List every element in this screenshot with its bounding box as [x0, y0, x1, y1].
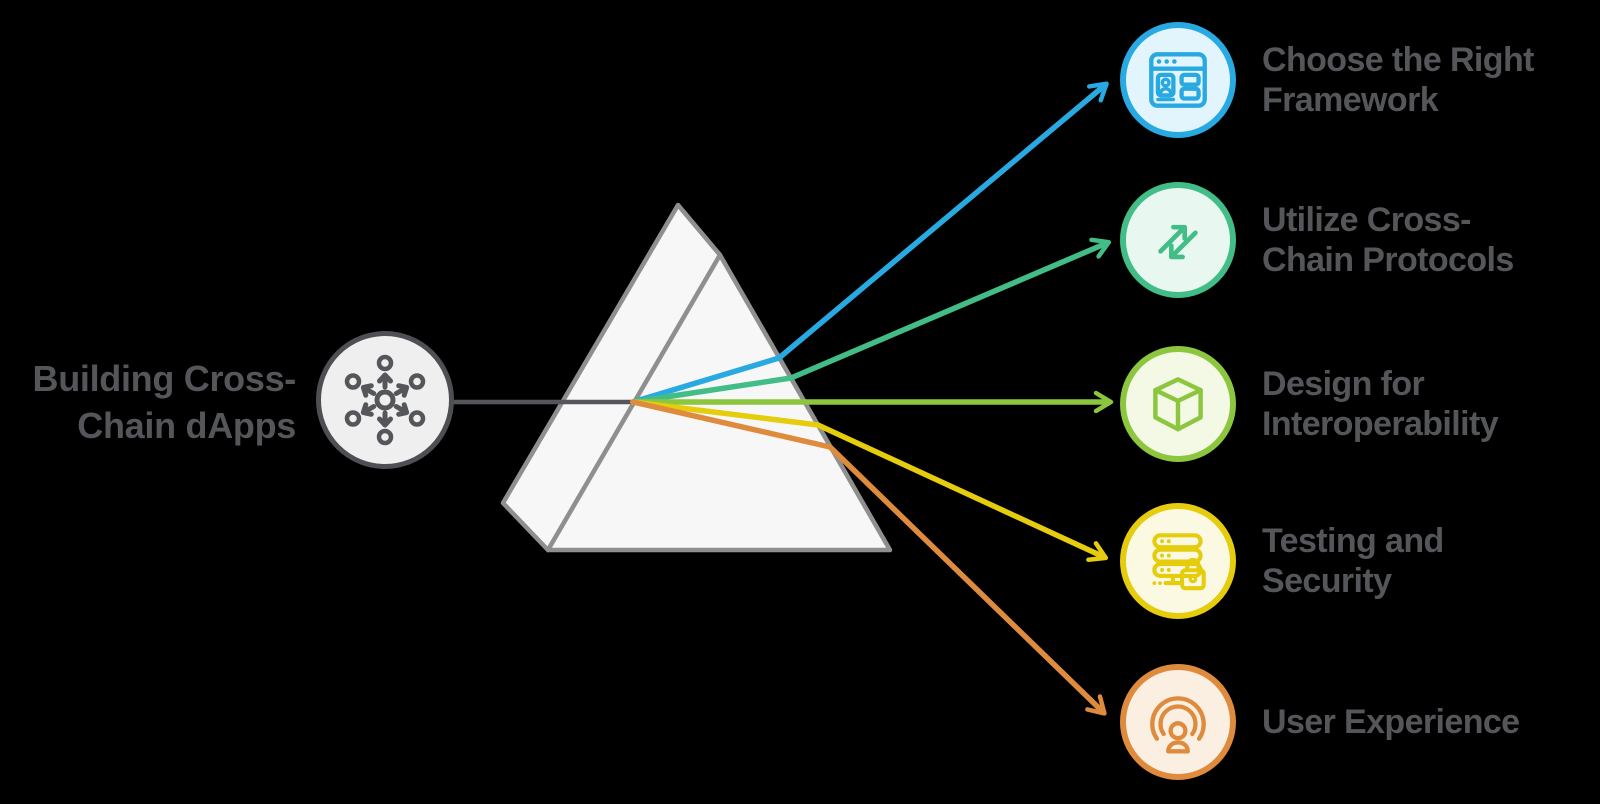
node-choose-framework [1120, 22, 1236, 138]
hub-node [316, 331, 454, 469]
node-interoperability [1120, 346, 1236, 462]
node-testing-security [1120, 503, 1236, 619]
ray-testing-security [630, 399, 1109, 562]
server-security-icon [1152, 533, 1206, 591]
cube-icon [1153, 377, 1203, 432]
label-line: User Experience [1262, 703, 1520, 741]
label-cross-chain-protocols: Utilize Cross- Chain Protocols [1262, 200, 1600, 280]
label-testing-security: Testing and Security [1262, 521, 1600, 601]
ray-cross-chain-protocols [630, 237, 1112, 405]
label-line: Framework [1262, 81, 1439, 119]
transfer-arrows-icon [1158, 224, 1198, 260]
label-line: Design for [1262, 365, 1425, 403]
node-user-experience [1120, 664, 1236, 780]
label-line: Choose the Right [1262, 41, 1534, 79]
title-line-1: Building Cross- [32, 358, 297, 399]
label-line: Testing and [1262, 522, 1444, 560]
broadcast-user-icon [1150, 696, 1206, 754]
node-cross-chain-protocols [1120, 182, 1236, 298]
network-hub-icon [344, 354, 426, 446]
label-user-experience: User Experience [1262, 702, 1600, 742]
label-interoperability: Design for Interoperability [1262, 364, 1600, 444]
ray-choose-framework [630, 81, 1109, 405]
diagram-title: Building Cross- Chain dApps [0, 355, 297, 449]
label-line: Utilize Cross- [1262, 201, 1471, 239]
label-line: Interoperability [1262, 405, 1499, 443]
browser-window-icon [1149, 52, 1207, 108]
title-line-2: Chain dApps [77, 405, 296, 446]
ray-user-experience [630, 399, 1107, 716]
label-line: Security [1262, 562, 1392, 600]
label-choose-framework: Choose the Right Framework [1262, 40, 1600, 120]
label-line: Chain Protocols [1262, 241, 1514, 279]
